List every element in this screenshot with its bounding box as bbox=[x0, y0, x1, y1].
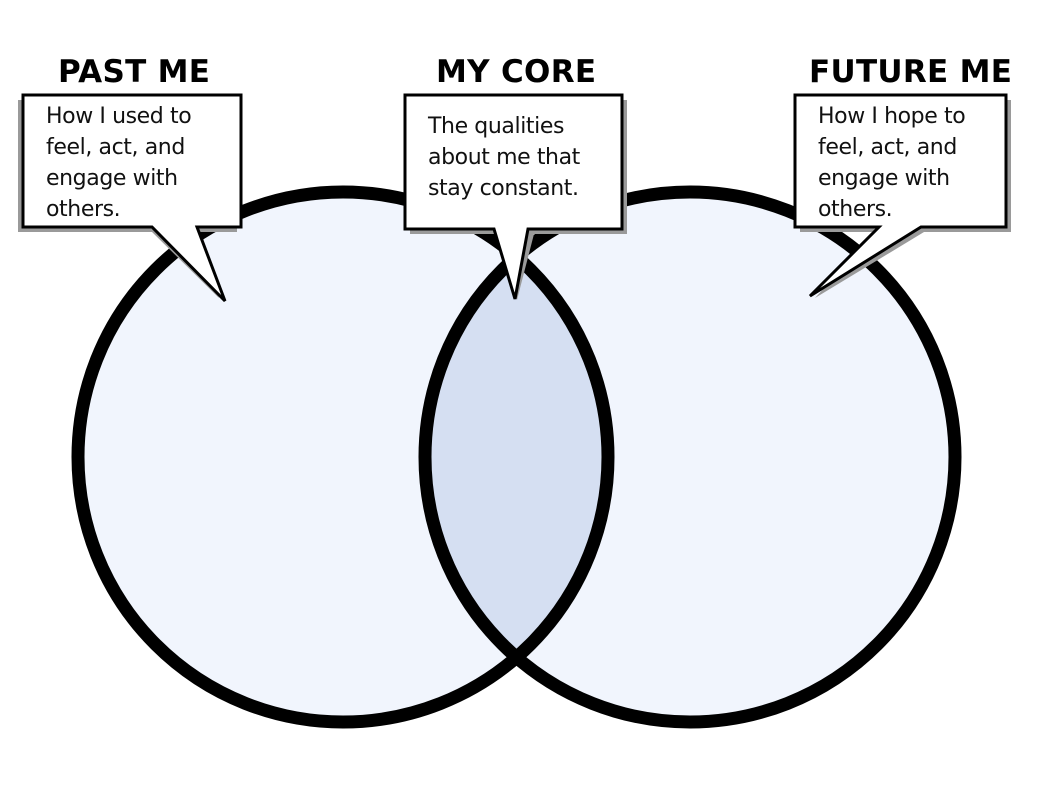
my-core-description: The qualities about me that stay constan… bbox=[428, 114, 580, 201]
past-me-speech-bubble bbox=[18, 93, 243, 303]
my-core-overlap bbox=[425, 192, 608, 722]
my-core-speech-bubble bbox=[403, 93, 627, 300]
my-core-heading: MY CORE bbox=[436, 54, 597, 90]
past-me-description: How I used to feel, act, and engage with… bbox=[46, 104, 192, 222]
future-me-circle-outline bbox=[418, 185, 962, 729]
past-me-circle-outline bbox=[71, 185, 615, 729]
future-me-heading: FUTURE ME bbox=[809, 54, 1013, 90]
future-me-speech-bubble bbox=[793, 93, 1011, 298]
future-me-description: How I hope to feel, act, and engage with… bbox=[818, 104, 966, 222]
past-me-heading: PAST ME bbox=[58, 54, 211, 90]
